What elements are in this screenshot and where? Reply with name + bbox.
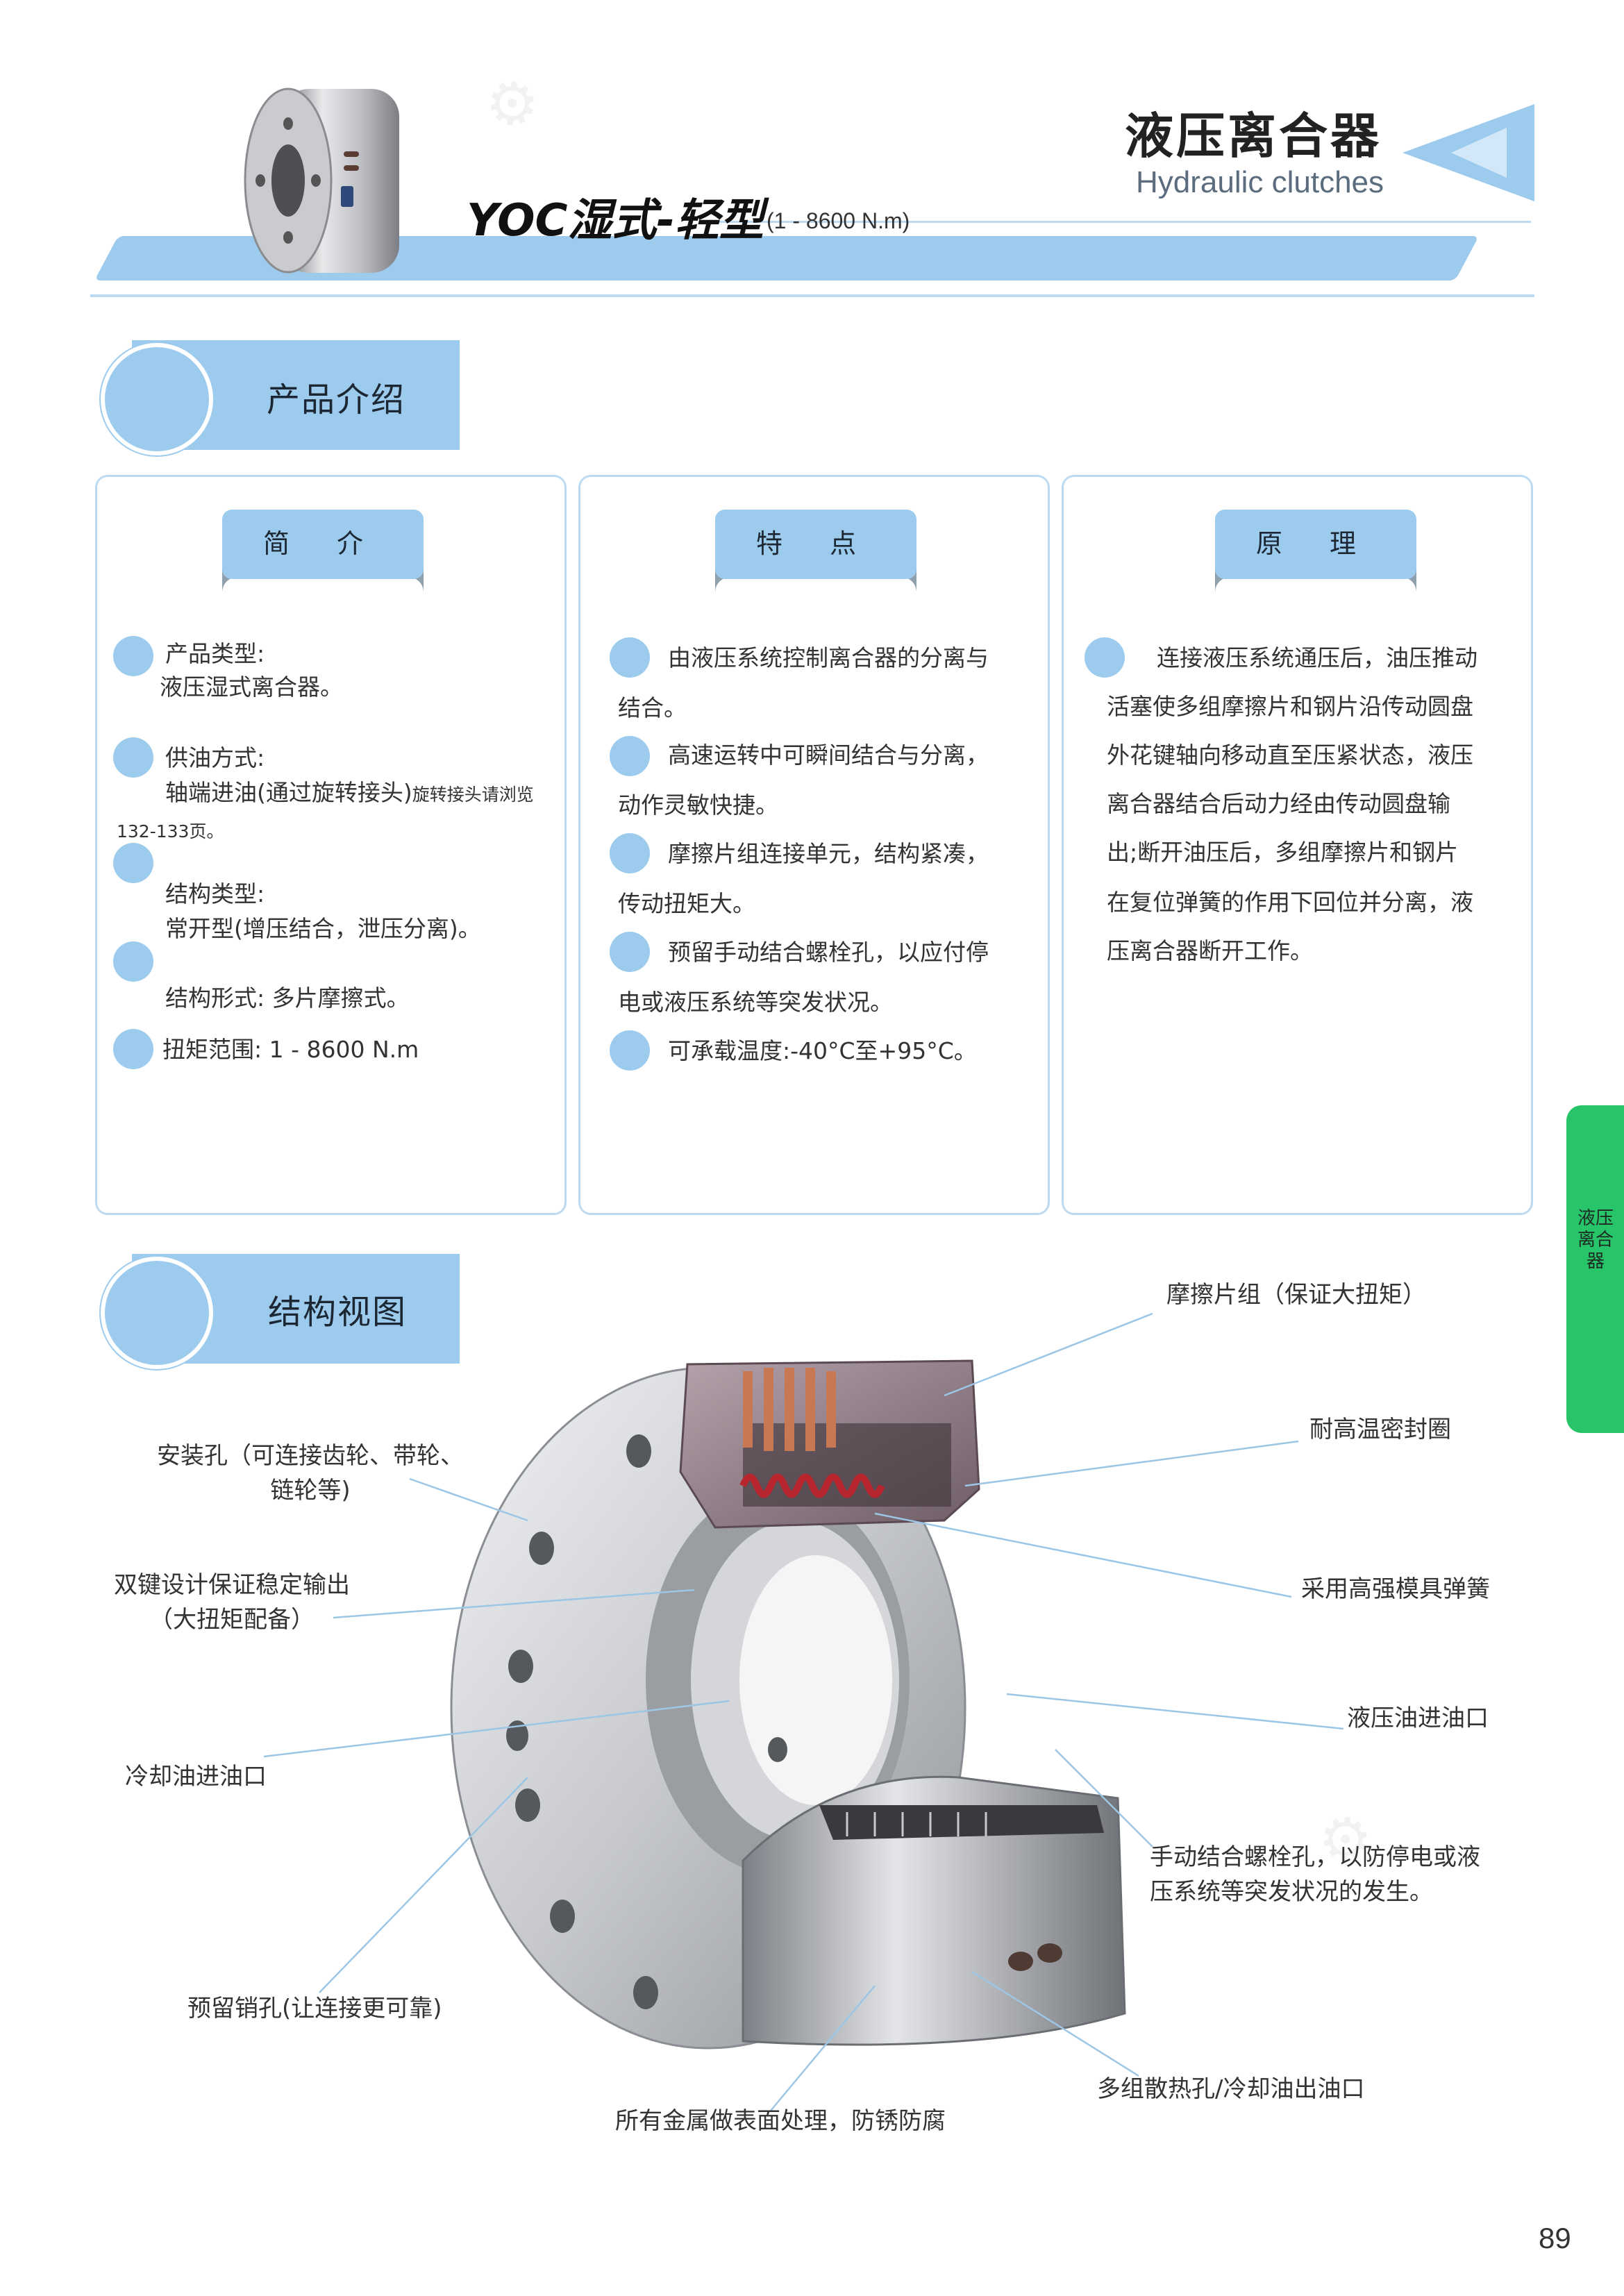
tedian-f1b: 结合。 [618, 694, 687, 721]
panel-title-yuanli: 原 理 [1255, 528, 1376, 559]
yuanli-line: 压离合器断开工作。 [1107, 937, 1313, 964]
ribbon-yuanli [1215, 510, 1416, 593]
tedian-f3b: 传动扭矩大。 [618, 890, 755, 917]
bullet-dot [113, 636, 153, 676]
callout-manual-bolt: 手动结合螺栓孔，以防停电或液 压系统等突发状况的发生。 [1150, 1840, 1480, 1909]
jianjie-item2-value: 轴端进油(通过旋转接头)旋转接头请浏览 [165, 776, 534, 812]
bullet-dot [610, 637, 650, 678]
callout-cooling-inlet: 冷却油进油口 [125, 1763, 267, 1791]
callout-cooling-outlet: 多组散热孔/冷却油出油口 [1097, 2075, 1365, 2103]
product-model: YOC湿式-轻型 [467, 195, 764, 246]
header-divider [90, 294, 1534, 297]
tedian-f5: 可承载温度:-40°C至+95°C。 [668, 1037, 977, 1064]
page-number: 89 [1539, 2222, 1571, 2254]
side-category-label: 液压离合器 [1577, 1208, 1614, 1272]
panel-tedian [578, 475, 1050, 1215]
panel-title-jianjie: 简 介 [262, 528, 383, 559]
ribbon-jianjie [222, 510, 424, 593]
callout-seal: 耐高温密封圈 [1309, 1416, 1451, 1443]
bullet-dot [610, 833, 650, 873]
bullet-dot [610, 932, 650, 972]
callout-mounting-holes-line1: 安装孔（可连接齿轮、带轮、 [157, 1442, 464, 1470]
tedian-f1a: 由液压系统控制离合器的分离与 [668, 644, 989, 671]
jianjie-item2-label: 供油方式: [165, 744, 265, 771]
callout-hydraulic-inlet: 液压油进油口 [1347, 1704, 1489, 1732]
tedian-f2a: 高速运转中可瞬间结合与分离， [668, 741, 989, 769]
yuanli-line: 在复位弹簧的作用下回位并分离，液 [1107, 889, 1473, 916]
tedian-f4b: 电或液压系统等突发状况。 [618, 989, 893, 1016]
bullet-dot [113, 737, 153, 778]
header-product-image [244, 87, 399, 274]
callout-friction-plates: 摩擦片组（保证大扭矩） [1166, 1281, 1426, 1309]
jianjie-item4: 结构形式: 多片摩擦式。 [165, 984, 410, 1012]
callout-mounting-holes-line2: 链轮等) [270, 1477, 351, 1505]
yuanli-line: 活塞使多组摩擦片和钢片沿传动圆盘 [1107, 693, 1473, 720]
yuanli-line: 离合器结合后动力经由传动圆盘输 [1107, 790, 1450, 817]
clutch-cutaway-illustration [450, 1359, 1126, 2050]
callout-dual-key-line1: 双键设计保证稳定输出 [114, 1571, 350, 1599]
arrow-left-icon [1403, 104, 1534, 201]
jianjie-item2-value-text: 轴端进油(通过旋转接头) [165, 779, 412, 806]
callout-manual-bolt-line1: 手动结合螺栓孔，以防停电或液 [1150, 1843, 1480, 1871]
section-circle-intro [101, 343, 213, 455]
jianjie-item5: 扭矩范围: 1 - 8600 N.m [162, 1036, 419, 1063]
panel-yuanli [1062, 475, 1533, 1215]
callout-spring: 采用高强模具弹簧 [1301, 1575, 1490, 1603]
tedian-f2b: 动作灵敏快捷。 [618, 791, 778, 819]
jianjie-item1-label: 产品类型: [165, 640, 265, 667]
yuanli-line: 外花键轴向移动直至压紧状态，液压 [1107, 741, 1473, 769]
jianjie-item3-label: 结构类型: [165, 880, 265, 907]
callout-dual-key-line2: （大扭矩配备） [149, 1606, 315, 1634]
header-thin-line [708, 221, 1531, 223]
tedian-f3a: 摩擦片组连接单元，结构紧凑， [668, 840, 989, 867]
callout-manual-bolt-line2: 压系统等突发状况的发生。 [1150, 1878, 1433, 1906]
jianjie-item1-value: 液压湿式离合器。 [160, 673, 343, 701]
jianjie-item2-note2: 132-133页。 [117, 821, 224, 841]
yuanli-line: 连接液压系统通压后，油压推动 [1157, 644, 1477, 671]
callout-pin-hole: 预留销孔(让连接更可靠) [187, 1995, 442, 2022]
section-title-structure: 结构视图 [268, 1293, 408, 1332]
product-torque-range: (1 - 8600 N.m) [767, 208, 910, 233]
callout-surface-treatment: 所有金属做表面处理，防锈防腐 [615, 2107, 946, 2135]
bullet-dot [1085, 637, 1125, 678]
callout-dual-key: 双键设计保证稳定输出 （大扭矩配备） [114, 1568, 350, 1637]
jianjie-item3-value: 常开型(增压结合，泄压分离)。 [165, 915, 481, 942]
tedian-f4a: 预留手动结合螺栓孔，以应付停 [668, 939, 989, 966]
page-title-cn: 液压离合器 [1125, 108, 1382, 165]
bullet-dot [113, 941, 153, 982]
panel-title-tedian: 特 点 [755, 528, 876, 559]
ribbon-tedian [715, 510, 916, 593]
panel-jianjie [95, 475, 567, 1215]
page-title-en: Hydraulic clutches [1136, 165, 1384, 199]
callout-mounting-holes: 安装孔（可连接齿轮、带轮、 链轮等) [157, 1439, 464, 1508]
side-category-tab [1566, 1105, 1624, 1433]
bullet-dot [610, 1030, 650, 1071]
bullet-dot [113, 1029, 153, 1069]
bullet-dot [113, 843, 153, 883]
section-title-intro: 产品介绍 [267, 380, 406, 419]
section-circle-structure [101, 1257, 213, 1369]
yuanli-line: 出;断开油压后，多组摩擦片和钢片 [1107, 839, 1459, 866]
jianjie-item2-note: 旋转接头请浏览 [412, 785, 534, 805]
bullet-dot [610, 736, 650, 776]
